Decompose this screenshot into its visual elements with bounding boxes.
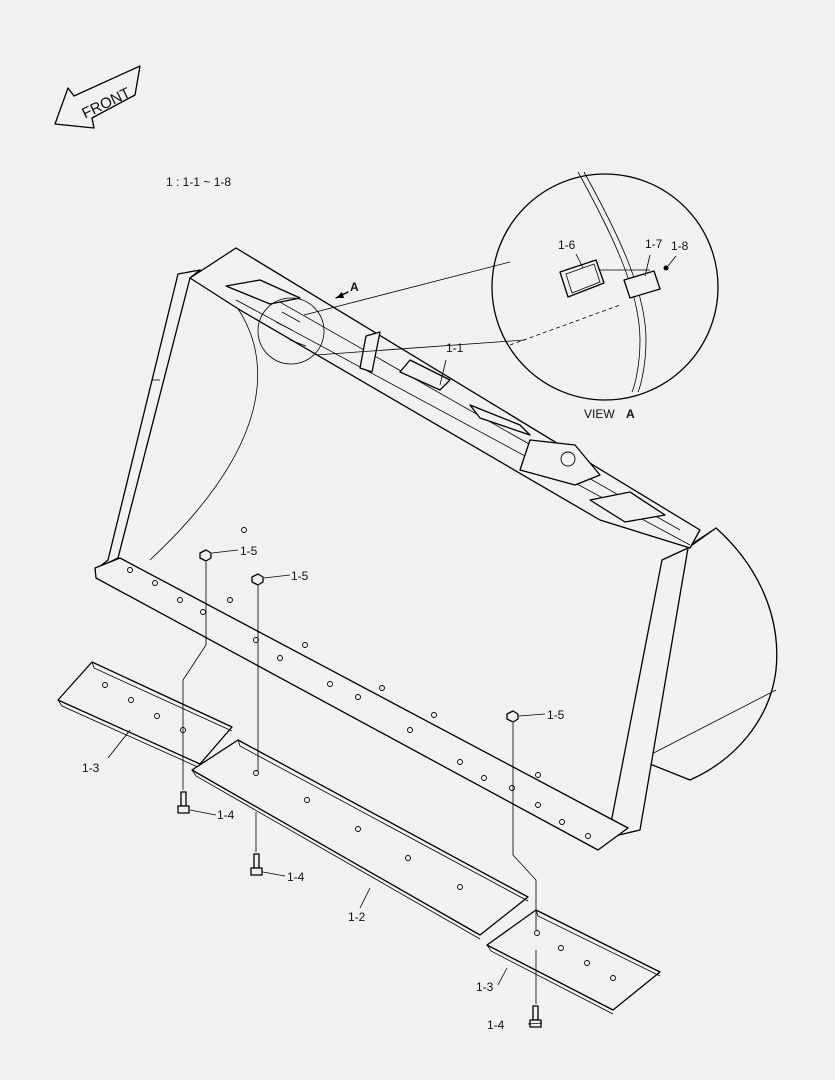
front-arrow: FRONT	[54, 65, 141, 129]
view-a-marker-label: A	[350, 280, 359, 294]
cutting-edge-center	[191, 739, 529, 940]
bolt-3	[529, 1005, 542, 1028]
label-bucket: 1-1	[446, 341, 464, 355]
nut-3	[506, 710, 519, 723]
nut-1	[199, 549, 212, 562]
view-a-detail: VIEW A	[491, 171, 719, 421]
bolt-2	[250, 853, 263, 876]
label-bolt-2: 1-4	[287, 870, 305, 884]
label-nut-3: 1-5	[547, 708, 565, 722]
cutting-edge-right	[486, 909, 661, 1015]
detail-a-indicator	[257, 297, 325, 365]
bolt-1	[177, 791, 190, 814]
label-nut-2: 1-5	[291, 569, 309, 583]
label-bolt-1: 1-4	[217, 808, 235, 822]
view-a-caption-letter: A	[626, 407, 635, 421]
view-a-marker: A	[335, 280, 359, 299]
label-center-edge: 1-2	[348, 910, 366, 924]
bucket-body	[94, 247, 778, 851]
label-plate-7: 1-7	[645, 237, 663, 251]
label-bolt-3: 1-4	[487, 1018, 505, 1032]
label-side-edge-right: 1-3	[476, 980, 494, 994]
label-plate-6: 1-6	[558, 238, 576, 252]
label-screw-8: 1-8	[671, 239, 689, 253]
nut-2	[251, 573, 264, 586]
view-a-caption-prefix: VIEW	[584, 407, 615, 421]
lip-holes	[127, 527, 591, 839]
label-side-edge-left: 1-3	[82, 761, 100, 775]
leader-lines	[107, 253, 677, 1025]
label-nut-1: 1-5	[240, 544, 258, 558]
assembly-note: 1 : 1-1 ~ 1-8	[166, 175, 231, 189]
cutting-edge-left	[57, 661, 233, 769]
